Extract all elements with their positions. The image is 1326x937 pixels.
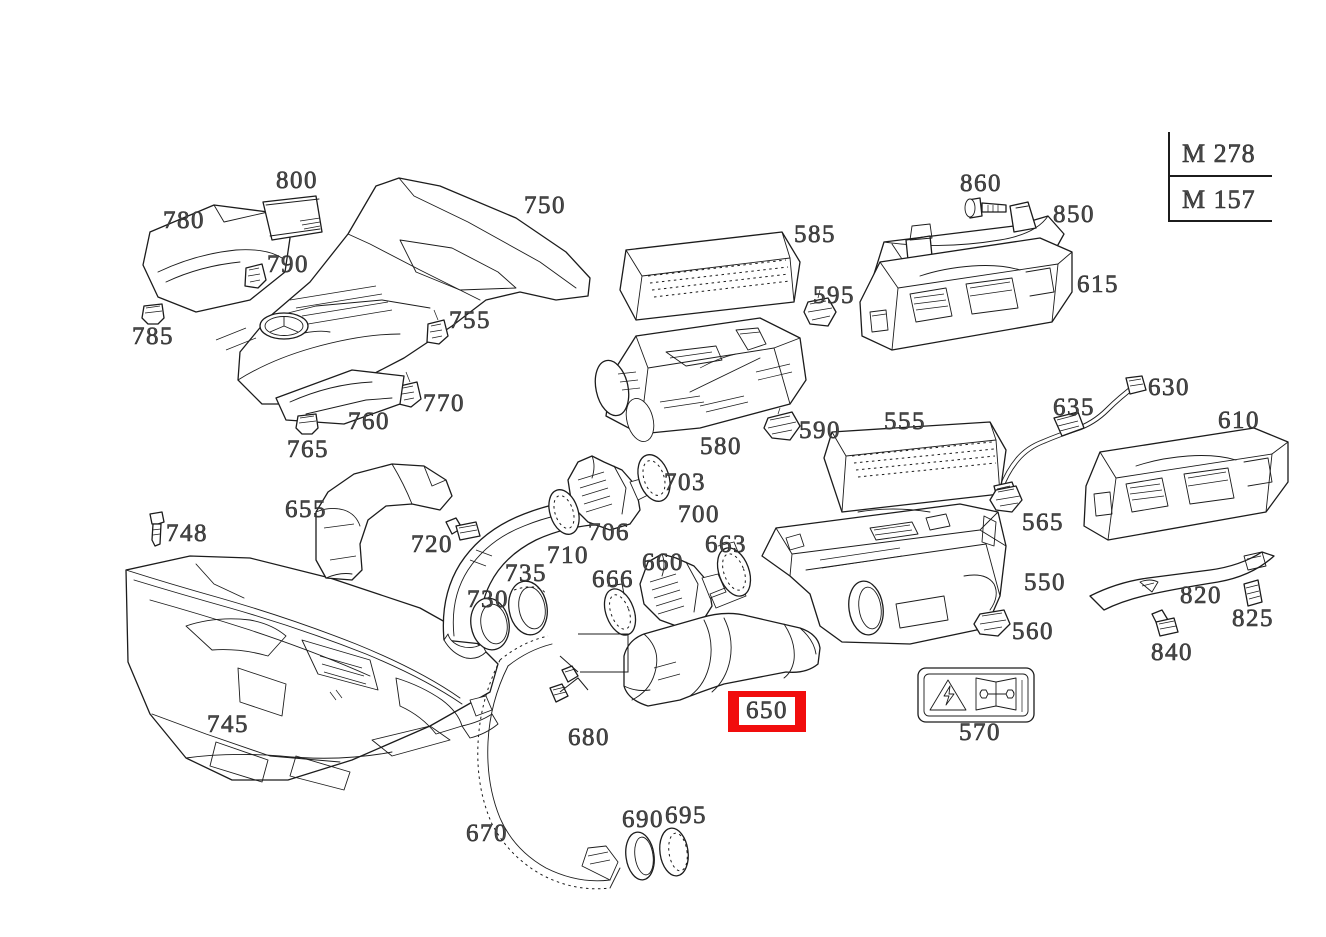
part-695-ring (659, 827, 689, 877)
service-manual-wrench-icon (975, 677, 1017, 711)
part-570-warning-sticker (917, 667, 1035, 723)
callout-770[interactable]: 770 (423, 390, 465, 417)
callout-580[interactable]: 580 (700, 433, 742, 460)
callout-755[interactable]: 755 (449, 307, 491, 334)
part-703-ring (637, 454, 671, 502)
part-800-pad (262, 195, 323, 241)
callout-735[interactable]: 735 (505, 560, 547, 587)
callout-840[interactable]: 840 (1151, 639, 1193, 666)
callout-655[interactable]: 655 (285, 496, 327, 523)
callout-565[interactable]: 565 (1022, 509, 1064, 536)
lightning-bolt-icon (929, 679, 967, 711)
callout-650[interactable]: 650 (728, 691, 806, 732)
part-670-lower-duct (477, 635, 621, 890)
part-748-clip (149, 511, 165, 547)
callout-595[interactable]: 595 (813, 282, 855, 309)
callout-748[interactable]: 748 (166, 520, 208, 547)
part-750-engine-cover (215, 177, 591, 405)
callout-780[interactable]: 780 (163, 207, 205, 234)
part-690-ring (625, 831, 655, 881)
callout-706[interactable]: 706 (588, 519, 630, 546)
callout-710[interactable]: 710 (547, 542, 589, 569)
callout-703[interactable]: 703 (664, 469, 706, 496)
callout-720[interactable]: 720 (411, 531, 453, 558)
part-550-air-cleaner-housing (761, 503, 1007, 645)
part-745-lower-housing (125, 555, 499, 791)
callout-650-text: 650 (739, 697, 795, 725)
part-560-clip (973, 609, 1011, 637)
part-785-grommet (141, 303, 165, 325)
part-590-clip (763, 407, 801, 441)
part-765-grommet (295, 413, 319, 435)
part-595-clip (803, 289, 837, 327)
legend-row-m157: M 157 (1170, 177, 1272, 222)
callout-670[interactable]: 670 (466, 820, 508, 847)
part-565-clip (989, 485, 1023, 513)
part-660-throttle-body (639, 553, 747, 629)
part-840-bolt (1151, 609, 1179, 637)
callout-550[interactable]: 550 (1024, 569, 1066, 596)
part-655-air-duct (315, 463, 453, 581)
callout-750[interactable]: 750 (524, 192, 566, 219)
callout-610[interactable]: 610 (1218, 407, 1260, 434)
callout-825[interactable]: 825 (1232, 605, 1274, 632)
part-860-bolt (964, 197, 1007, 219)
part-555-air-filter (823, 421, 1007, 513)
callout-745[interactable]: 745 (207, 711, 249, 738)
callout-730[interactable]: 730 (467, 586, 509, 613)
callout-615[interactable]: 615 (1077, 271, 1119, 298)
callout-765[interactable]: 765 (287, 436, 329, 463)
callout-635[interactable]: 635 (1053, 394, 1095, 421)
callout-590[interactable]: 590 (799, 417, 841, 444)
callout-570[interactable]: 570 (959, 719, 1001, 746)
part-730-ring (470, 597, 510, 651)
callout-800[interactable]: 800 (276, 167, 318, 194)
callout-663[interactable]: 663 (705, 531, 747, 558)
callout-700[interactable]: 700 (678, 501, 720, 528)
engine-variant-legend: M 278 M 157 (1168, 132, 1272, 222)
part-680-bolts (549, 665, 589, 703)
callout-630[interactable]: 630 (1148, 374, 1190, 401)
legend-label-m278: M 278 (1182, 138, 1256, 168)
part-635-connector (1053, 411, 1085, 437)
mercedes-star-emblem (259, 312, 309, 340)
callout-680[interactable]: 680 (568, 724, 610, 751)
legend-label-m157: M 157 (1182, 184, 1256, 214)
callout-560[interactable]: 560 (1012, 618, 1054, 645)
part-706-ring (548, 489, 580, 535)
part-760-pad (275, 369, 405, 425)
part-720-bolt (445, 517, 481, 541)
part-820-harness-cover (1089, 551, 1275, 611)
callout-690[interactable]: 690 (622, 806, 664, 833)
part-666-ring (603, 583, 637, 636)
callout-860[interactable]: 860 (960, 170, 1002, 197)
callout-666[interactable]: 666 (592, 566, 634, 593)
callout-850[interactable]: 850 (1053, 201, 1095, 228)
part-610-cylinder-head-cover (1083, 427, 1289, 541)
part-580-intake-manifold (594, 317, 807, 442)
part-650-air-duct (623, 612, 821, 707)
callout-695[interactable]: 695 (665, 802, 707, 829)
part-735-ring (508, 580, 548, 636)
callout-785[interactable]: 785 (132, 323, 174, 350)
part-585-air-filter (619, 231, 801, 321)
part-825-clip (1243, 579, 1263, 607)
callout-555[interactable]: 555 (884, 408, 926, 435)
callout-760[interactable]: 760 (348, 408, 390, 435)
part-615-cylinder-head-cover (859, 237, 1073, 351)
callout-660[interactable]: 660 (642, 549, 684, 576)
callout-820[interactable]: 820 (1180, 582, 1222, 609)
callout-790[interactable]: 790 (267, 251, 309, 278)
part-663-ring (716, 541, 752, 597)
part-790-clip (244, 263, 267, 289)
callout-585[interactable]: 585 (794, 221, 836, 248)
part-700-throttle-body (567, 455, 651, 531)
legend-row-m278: M 278 (1170, 132, 1272, 177)
part-755-clip (426, 309, 449, 345)
